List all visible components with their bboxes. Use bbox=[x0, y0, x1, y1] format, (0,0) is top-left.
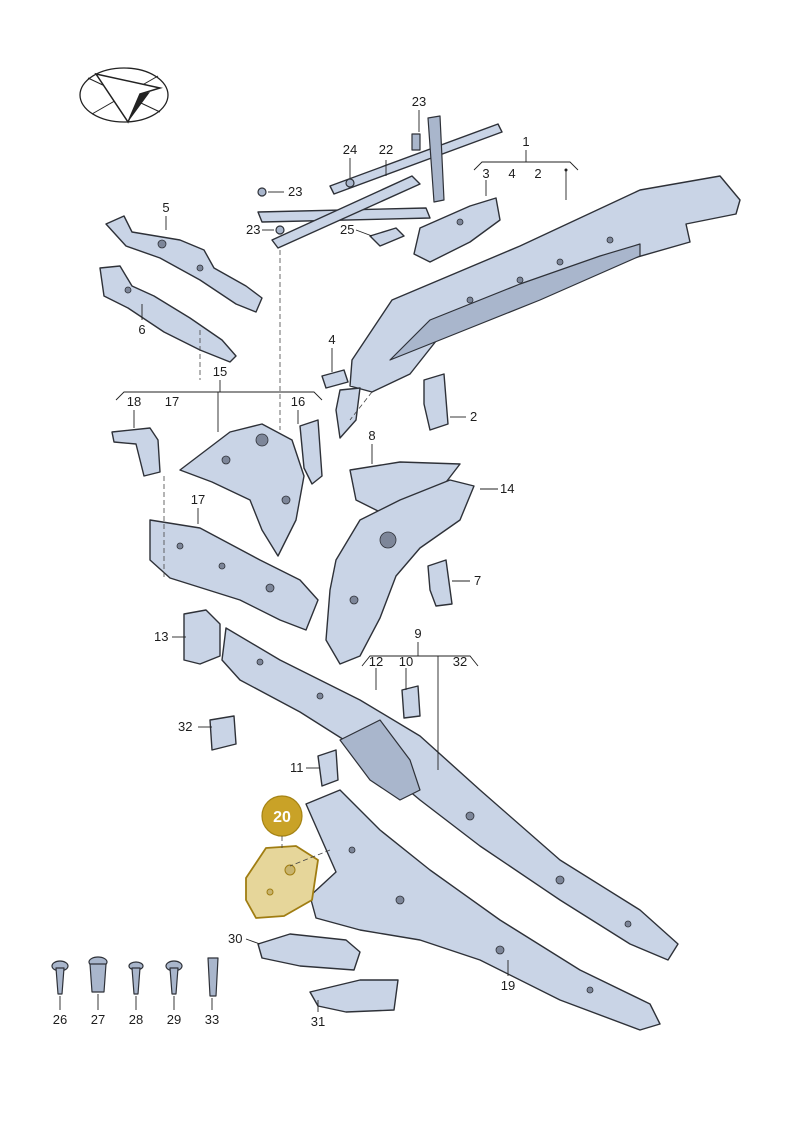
label-3: 3 bbox=[482, 166, 489, 181]
part-24-bolt[interactable] bbox=[345, 178, 355, 188]
label-30: 30 bbox=[228, 931, 242, 946]
part-2-small-bracket[interactable] bbox=[423, 373, 449, 431]
part-19-floor-rail[interactable] bbox=[305, 789, 661, 1031]
part-22-cross-brace[interactable] bbox=[257, 115, 503, 249]
label-24: 24 bbox=[343, 142, 357, 157]
label-2-mid: 2 bbox=[470, 409, 477, 424]
part-10-clip[interactable] bbox=[401, 685, 421, 719]
label-13: 13 bbox=[154, 629, 168, 644]
label-6: 6 bbox=[138, 322, 145, 337]
label-14: 14 bbox=[500, 481, 514, 496]
part-15-strut-tower[interactable] bbox=[179, 423, 305, 557]
label-31: 31 bbox=[311, 1014, 325, 1029]
label-15: 15 bbox=[213, 364, 227, 379]
part-32-bracket[interactable] bbox=[209, 715, 237, 751]
part-12-reinforcement[interactable] bbox=[339, 719, 421, 801]
label-17-low: 17 bbox=[191, 492, 205, 507]
label-22: 22 bbox=[379, 142, 393, 157]
label-10: 10 bbox=[399, 654, 413, 669]
part-3-bracket[interactable] bbox=[413, 197, 501, 263]
label-12: 12 bbox=[369, 654, 383, 669]
part-11-clip[interactable] bbox=[317, 749, 339, 787]
part-13-bracket[interactable] bbox=[183, 609, 221, 665]
label-25: 25 bbox=[340, 222, 354, 237]
part-6-lower-bracket[interactable] bbox=[99, 265, 237, 363]
part-14-wheelhouse[interactable] bbox=[325, 479, 475, 665]
part-30-bracket[interactable] bbox=[257, 933, 361, 971]
label-11: 11 bbox=[290, 760, 304, 775]
part-31-bracket[interactable] bbox=[309, 979, 399, 1013]
label-23-mid: 23 bbox=[288, 184, 302, 199]
label-8: 8 bbox=[368, 428, 375, 443]
label-4-top: 4 bbox=[508, 166, 515, 181]
label-4-mid: 4 bbox=[328, 332, 335, 347]
label-16: 16 bbox=[291, 394, 305, 409]
label-5: 5 bbox=[162, 200, 169, 215]
label-33: 33 bbox=[205, 1012, 219, 1027]
part-23-bolt-top[interactable] bbox=[257, 133, 421, 235]
fastener-29-icon[interactable] bbox=[165, 960, 183, 995]
label-32-right: 32 bbox=[453, 654, 467, 669]
label-2-top: 2 bbox=[534, 166, 541, 181]
label-20: 20 bbox=[273, 809, 291, 826]
fastener-26-icon[interactable] bbox=[51, 960, 69, 995]
label-32-left: 32 bbox=[178, 719, 192, 734]
fastener-27-icon[interactable] bbox=[88, 956, 108, 993]
label-9: 9 bbox=[414, 626, 421, 641]
part-25-clip[interactable] bbox=[369, 227, 405, 247]
part-7-gusset[interactable] bbox=[427, 559, 453, 607]
part-4-clip[interactable] bbox=[321, 369, 361, 439]
part-16-clip[interactable] bbox=[299, 419, 323, 485]
part-1-upper-rail[interactable] bbox=[349, 175, 741, 393]
selected-part-badge[interactable]: 20 bbox=[261, 795, 303, 837]
label-29: 29 bbox=[167, 1012, 181, 1027]
label-7: 7 bbox=[474, 573, 481, 588]
label-26: 26 bbox=[53, 1012, 67, 1027]
label-23-low: 23 bbox=[246, 222, 260, 237]
label-19: 19 bbox=[501, 978, 515, 993]
orientation-arrow-icon bbox=[79, 67, 169, 124]
part-17-lower-rail[interactable] bbox=[149, 519, 319, 631]
fastener-33-icon[interactable] bbox=[207, 957, 219, 997]
label-17-top: 17 bbox=[165, 394, 179, 409]
part-20-highlighted[interactable] bbox=[245, 845, 319, 919]
part-18-clip[interactable] bbox=[111, 427, 161, 477]
label-18: 18 bbox=[127, 394, 141, 409]
label-1: 1 bbox=[522, 134, 529, 149]
label-27: 27 bbox=[91, 1012, 105, 1027]
label-23-top: 23 bbox=[412, 94, 426, 109]
part-5-upper-bracket[interactable] bbox=[105, 215, 263, 313]
label-28: 28 bbox=[129, 1012, 143, 1027]
fastener-28-icon[interactable] bbox=[128, 961, 144, 995]
part-9-side-member[interactable] bbox=[221, 627, 679, 961]
